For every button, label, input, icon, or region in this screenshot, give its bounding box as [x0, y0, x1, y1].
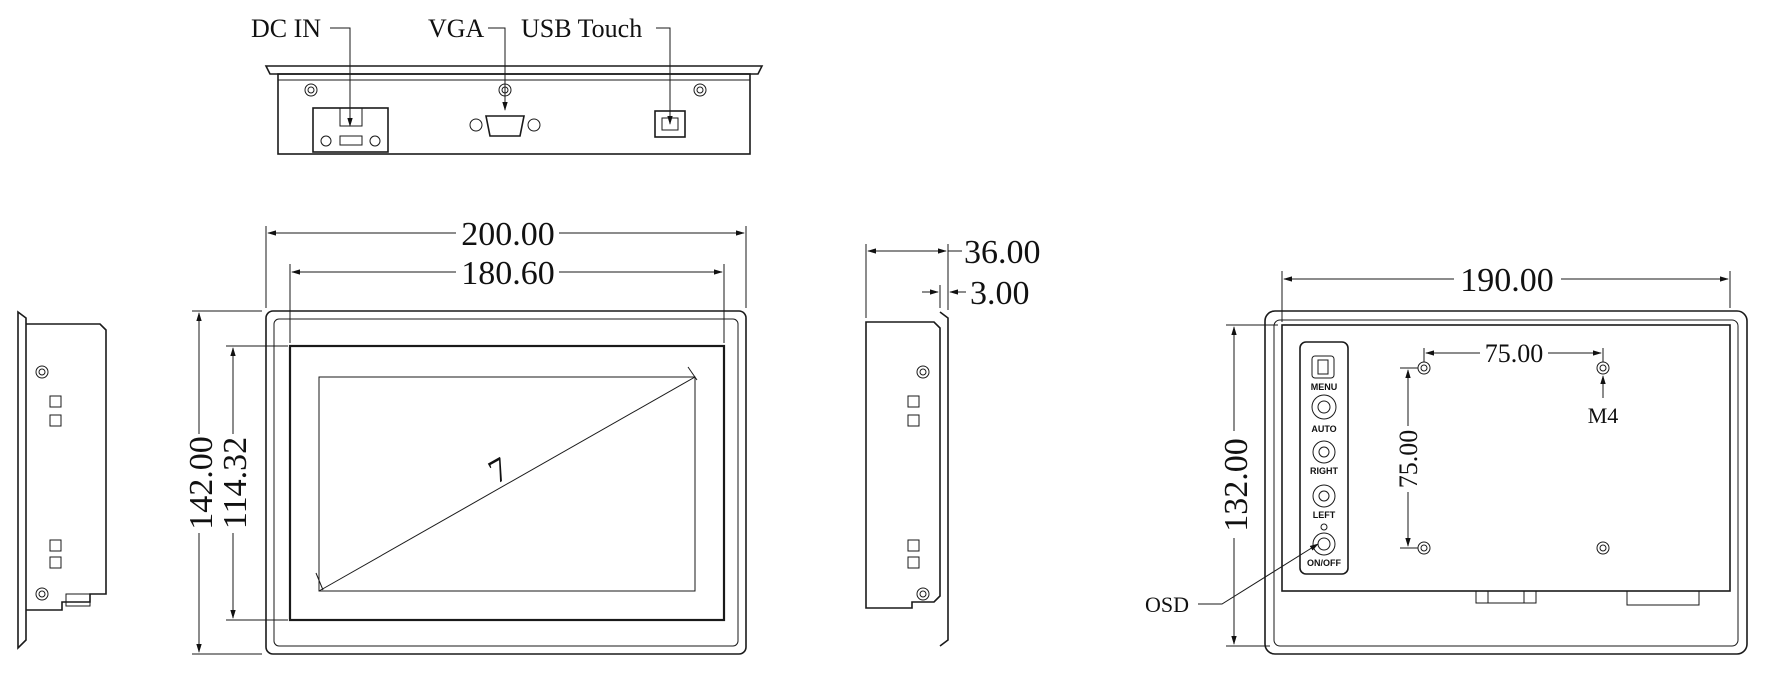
overall-width-dim: 200.00	[461, 216, 555, 253]
osd-right-label: RIGHT	[1310, 466, 1339, 476]
depth-dim: 36.00	[964, 234, 1041, 271]
osd-label: OSD	[1145, 592, 1189, 617]
screen-width-dim: 180.60	[461, 255, 555, 292]
usb-touch-label: USB Touch	[521, 14, 642, 43]
osd-auto-label: AUTO	[1311, 424, 1336, 434]
screen-height-dim: 114.32	[217, 437, 254, 529]
screw-label: M4	[1588, 403, 1619, 428]
vesa-holes	[1417, 361, 1610, 555]
osd-left-label: LEFT	[1313, 510, 1336, 520]
vesa-vertical-dim: 75.00	[1394, 430, 1423, 489]
vesa-horizontal-dim: 75.00	[1485, 339, 1544, 368]
left-side-view	[17, 310, 107, 650]
back-height-dim: 132.00	[1218, 438, 1255, 532]
diagonal-size-label: 7	[483, 451, 516, 492]
osd-onoff-label: ON/OFF	[1307, 558, 1341, 568]
back-width-dim: 190.00	[1460, 262, 1554, 299]
back-view: MENU AUTO RIGHT LEFT ON/OFF 75.00	[1145, 262, 1748, 655]
front-view: 7 200.00 180.60 142.00 114.32	[183, 216, 747, 655]
right-side-view: 36.00 3.00	[865, 234, 1041, 647]
diagonal-line	[318, 376, 696, 592]
top-view: DC IN VGA USB Touch	[251, 14, 764, 155]
osd-menu-label: MENU	[1311, 382, 1338, 392]
bezel-dim: 3.00	[970, 275, 1030, 312]
dc-in-label: DC IN	[251, 14, 321, 43]
overall-height-dim: 142.00	[183, 436, 220, 530]
osd-panel: MENU AUTO RIGHT LEFT ON/OFF	[1299, 341, 1349, 575]
vga-port	[469, 115, 541, 137]
vga-label: VGA	[428, 14, 485, 43]
